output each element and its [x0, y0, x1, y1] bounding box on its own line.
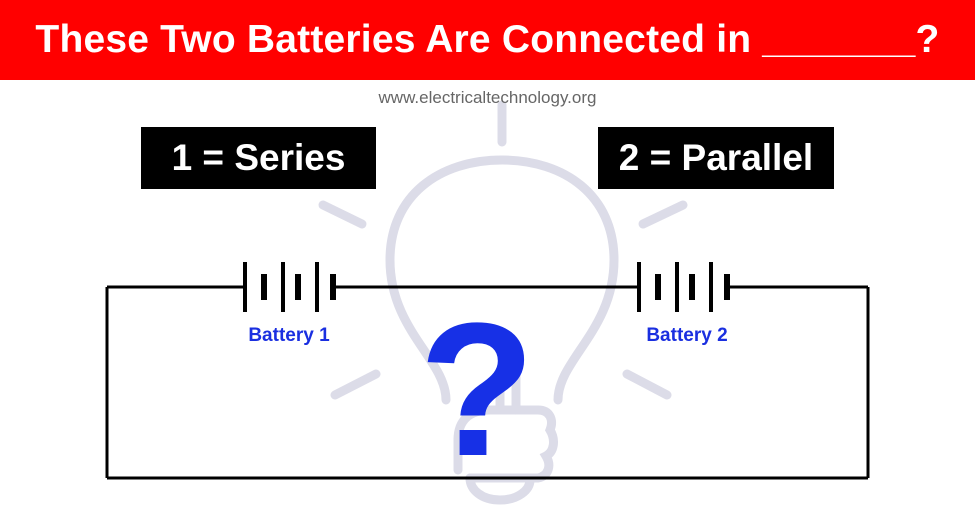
option-parallel: 2 = Parallel	[598, 127, 834, 189]
battery-2-symbol-icon	[637, 262, 730, 312]
page-title: These Two Batteries Are Connected in ___…	[0, 0, 975, 80]
watermark: www.electricaltechnology.org	[378, 88, 597, 107]
battery-1-label: Battery 1	[248, 325, 330, 346]
light-bulb-icon	[318, 100, 688, 505]
option-series: 1 = Series	[141, 127, 376, 189]
circuit-wires	[105, 285, 870, 480]
battery-1-symbol-icon	[243, 262, 336, 312]
battery-2-label: Battery 2	[646, 325, 727, 346]
question-mark-icon: ?	[419, 284, 535, 496]
